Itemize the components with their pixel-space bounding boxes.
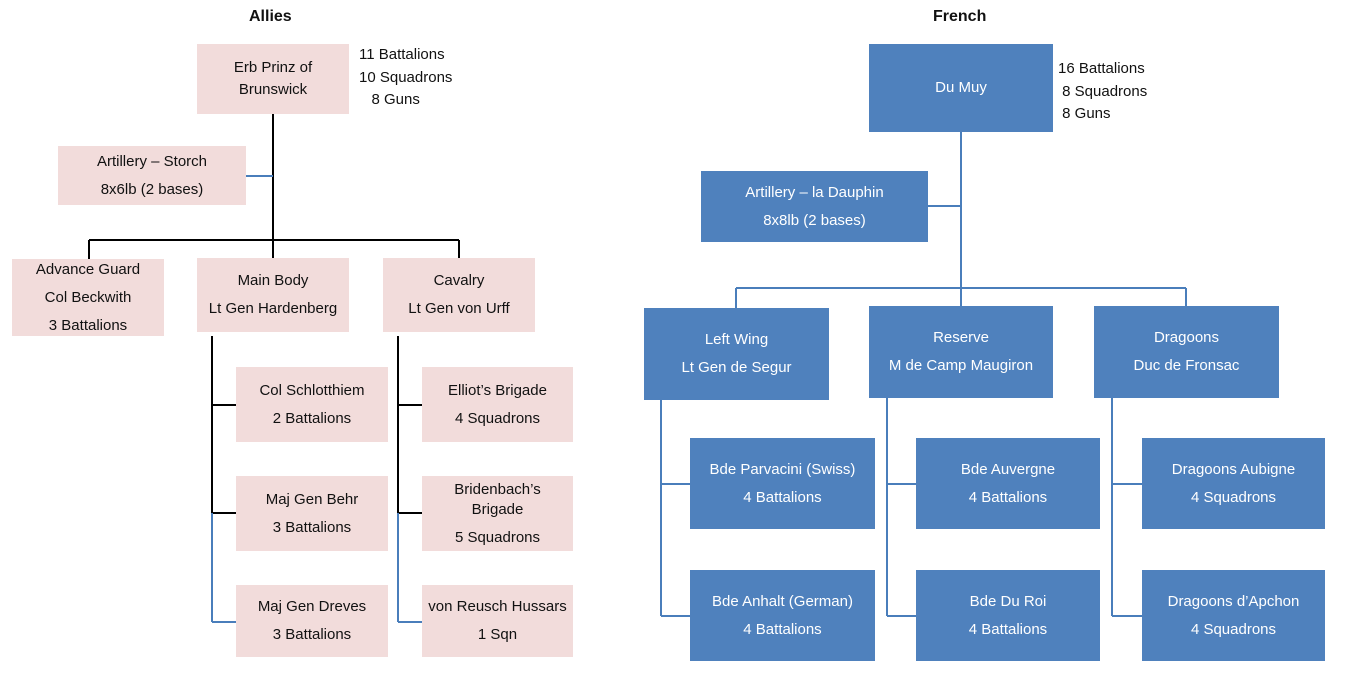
french-artillery-line1: Artillery – la Dauphin xyxy=(745,183,884,201)
brigade-line1: Bde Parvacini (Swiss) xyxy=(709,460,856,478)
advance-guard-line2: Col Beckwith xyxy=(44,288,132,306)
brigade-line2: Brigade xyxy=(471,500,524,518)
allies-brigade-box: Maj Gen Dreves 3 Battalions xyxy=(236,585,388,657)
allies-title: Allies xyxy=(249,8,292,25)
allies-artillery-line2: 8x6lb (2 bases) xyxy=(100,180,204,198)
brigade-line2: 3 Battalions xyxy=(272,518,352,536)
allies-stats-guns: 8 Guns xyxy=(359,91,420,108)
brigade-line2: 1 Sqn xyxy=(477,626,518,643)
brigade-line1: Maj Gen Dreves xyxy=(257,598,367,615)
french-stats-battalions: 16 Battalions xyxy=(1058,60,1145,77)
allies-brigade-box: von Reusch Hussars 1 Sqn xyxy=(422,585,573,657)
brigade-line2: 4 Squadrons xyxy=(1190,620,1277,638)
french-commander-line1: Du Muy xyxy=(935,79,987,96)
allies-commander-line1: Erb Prinz of xyxy=(233,59,313,76)
brigade-line1: Bde Auvergne xyxy=(960,460,1056,478)
cavalry-line1: Cavalry xyxy=(433,272,485,289)
brigade-line2: 4 Squadrons xyxy=(454,409,541,427)
allies-main-body-box: Main Body Lt Gen Hardenberg xyxy=(197,258,349,332)
allies-brigade-box: Maj Gen Behr 3 Battalions xyxy=(236,476,388,551)
allies-brigade-box: Col Schlotthiem 2 Battalions xyxy=(236,367,388,442)
allies-commander-line2: Brunswick xyxy=(238,81,308,98)
dragoons-line2: Duc de Fronsac xyxy=(1133,357,1240,374)
brigade-line1: Bde Anhalt (German) xyxy=(712,592,853,610)
allies-brigade-box: Bridenbach’s Brigade 5 Squadrons xyxy=(422,476,573,551)
allies-stats-squadrons: 10 Squadrons xyxy=(359,68,453,86)
brigade-line1: Col Schlotthiem xyxy=(259,381,365,399)
allies-commander-box: Erb Prinz of Brunswick xyxy=(197,44,349,114)
brigade-line3: 5 Squadrons xyxy=(454,528,541,546)
french-artillery-box: Artillery – la Dauphin 8x8lb (2 bases) xyxy=(701,171,928,242)
allies-artillery-line1: Artillery – Storch xyxy=(96,152,208,170)
brigade-line2: 4 Squadrons xyxy=(1190,488,1277,506)
french-brigade-box: Bde Du Roi 4 Battalions xyxy=(916,570,1100,661)
left-wing-line2: Lt Gen de Segur xyxy=(681,359,792,376)
reserve-line2: M de Camp Maugiron xyxy=(888,357,1034,374)
french-reserve-box: Reserve M de Camp Maugiron xyxy=(869,306,1053,398)
brigade-line1: von Reusch Hussars xyxy=(428,598,567,615)
brigade-line2: 3 Battalions xyxy=(272,626,352,643)
dragoons-line1: Dragoons xyxy=(1153,329,1220,346)
brigade-line2: 4 Battalions xyxy=(968,620,1048,638)
brigade-line1: Maj Gen Behr xyxy=(265,490,359,508)
main-body-line2: Lt Gen Hardenberg xyxy=(208,300,338,317)
french-stats-squadrons: 8 Squadrons xyxy=(1058,82,1148,100)
french-dragoons-box: Dragoons Duc de Fronsac xyxy=(1094,306,1279,398)
cavalry-line2: Lt Gen von Urff xyxy=(408,300,510,317)
brigade-line2: 4 Battalions xyxy=(968,488,1048,506)
french-brigade-box: Bde Parvacini (Swiss) 4 Battalions xyxy=(690,438,875,529)
advance-guard-line3: 3 Battalions xyxy=(48,316,128,334)
french-brigade-box: Dragoons d’Apchon 4 Squadrons xyxy=(1142,570,1325,661)
blue-connectors xyxy=(211,132,1187,623)
allies-brigade-box: Elliot’s Brigade 4 Squadrons xyxy=(422,367,573,442)
french-artillery-line2: 8x8lb (2 bases) xyxy=(763,211,866,229)
allies-stats-battalions: 11 Battalions xyxy=(359,46,445,63)
allies-stats: 11 Battalions 10 Squadrons 8 Guns xyxy=(359,44,452,112)
brigade-line1: Dragoons Aubigne xyxy=(1171,460,1296,478)
brigade-line2: 4 Battalions xyxy=(743,620,822,638)
brigade-line1: Bridenbach’s xyxy=(454,480,541,498)
reserve-line1: Reserve xyxy=(933,329,989,346)
advance-guard-line1: Advance Guard xyxy=(35,260,141,278)
french-brigade-box: Bde Auvergne 4 Battalions xyxy=(916,438,1100,529)
french-stats: 16 Battalions 8 Squadrons 8 Guns xyxy=(1058,58,1147,126)
allies-artillery-box: Artillery – Storch 8x6lb (2 bases) xyxy=(58,146,246,205)
main-body-line1: Main Body xyxy=(237,272,309,289)
brigade-line1: Dragoons d’Apchon xyxy=(1167,592,1300,610)
brigade-line1: Elliot’s Brigade xyxy=(448,381,547,399)
brigade-line2: 2 Battalions xyxy=(272,409,352,427)
french-brigade-box: Dragoons Aubigne 4 Squadrons xyxy=(1142,438,1325,529)
french-left-wing-box: Left Wing Lt Gen de Segur xyxy=(644,308,829,400)
brigade-line2: 4 Battalions xyxy=(743,488,822,506)
left-wing-line1: Left Wing xyxy=(704,331,769,348)
allies-cavalry-box: Cavalry Lt Gen von Urff xyxy=(383,258,535,332)
brigade-line1: Bde Du Roi xyxy=(969,592,1047,610)
french-title: French xyxy=(933,8,987,25)
french-brigade-box: Bde Anhalt (German) 4 Battalions xyxy=(690,570,875,661)
french-commander-box: Du Muy xyxy=(869,44,1053,132)
allies-main-connectors xyxy=(88,114,460,514)
allies-advance-guard-box: Advance Guard Col Beckwith 3 Battalions xyxy=(12,259,164,336)
french-stats-guns: 8 Guns xyxy=(1058,105,1111,122)
